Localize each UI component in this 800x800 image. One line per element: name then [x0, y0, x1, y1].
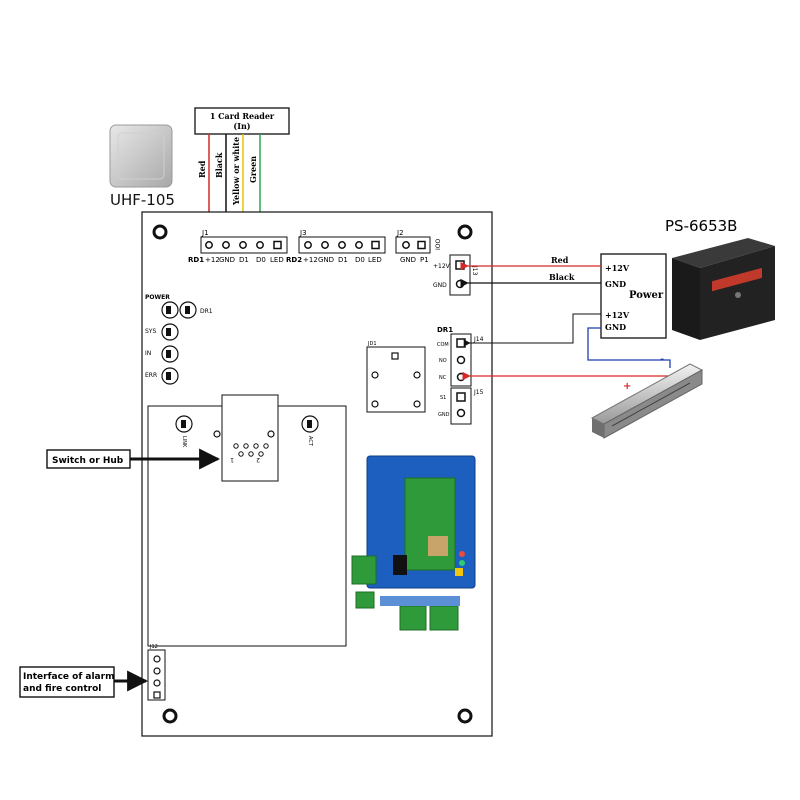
wire-label-green: Green — [248, 156, 258, 183]
lock-wires: - + — [462, 313, 676, 392]
controller-pcb-photo — [351, 455, 476, 631]
svg-text:LED: LED — [270, 256, 284, 264]
svg-text:DR1: DR1 — [437, 326, 453, 334]
svg-text:GND: GND — [605, 322, 626, 332]
switch-callout: Switch or Hub — [46, 448, 221, 470]
reader-box-title: 1 Card Reader — [210, 111, 275, 121]
switch-callout-label: Switch or Hub — [52, 456, 124, 466]
wire-label-yellow: Yellow or white — [231, 137, 241, 206]
power-terminal-block: +12V GND Power +12V GND — [600, 253, 667, 339]
svg-text:GND: GND — [605, 279, 626, 289]
svg-text:S1: S1 — [440, 395, 446, 401]
svg-text:+12V: +12V — [605, 263, 630, 273]
svg-text:RD2: RD2 — [286, 256, 302, 264]
svg-text:JD1: JD1 — [367, 341, 377, 347]
svg-text:J1: J1 — [201, 229, 209, 237]
svg-text:LINK: LINK — [181, 436, 187, 448]
svg-text:J13: J13 — [471, 265, 478, 276]
alarm-callout-line1: Interface of alarm — [23, 672, 114, 682]
svg-text:J2: J2 — [396, 229, 404, 237]
svg-text:J14: J14 — [473, 336, 484, 343]
reader-model-label: UHF-105 — [110, 191, 175, 209]
svg-text:D1: D1 — [239, 256, 249, 264]
svg-text:NC: NC — [439, 375, 447, 381]
j2-connector: J2 GND P1 IOO — [395, 229, 442, 264]
svg-text:COM: COM — [437, 342, 449, 348]
j12-connector: J12 — [147, 644, 166, 701]
svg-text:GND: GND — [400, 256, 416, 264]
svg-text:GND: GND — [438, 412, 450, 418]
svg-text:+12: +12 — [303, 256, 318, 264]
svg-text:IOO: IOO — [435, 239, 442, 250]
svg-text:RD1: RD1 — [188, 256, 204, 264]
status-leds: POWER DR1 SYS IN ERR — [145, 294, 213, 385]
svg-text:POWER: POWER — [145, 294, 170, 301]
svg-text:2: 2 — [256, 456, 260, 463]
alarm-callout: Interface of alarm and fire control — [19, 666, 149, 698]
svg-text:D1: D1 — [338, 256, 348, 264]
svg-text:+12V: +12V — [605, 310, 630, 320]
svg-text:D0: D0 — [256, 256, 266, 264]
ethernet-module: 1 2 LINK ACT — [147, 394, 347, 647]
j1-connector: J1 RD1 +12 GND D1 D0 LED — [188, 229, 288, 264]
reader-box-subtitle: (In) — [233, 121, 250, 131]
card-reader-device — [109, 124, 173, 188]
svg-text:LED: LED — [368, 256, 382, 264]
svg-text:ERR: ERR — [145, 372, 157, 379]
psu-wire-black-label: Black — [549, 272, 575, 282]
svg-text:J15: J15 — [473, 389, 484, 396]
svg-text:+12V: +12V — [433, 263, 451, 270]
svg-text:1: 1 — [230, 456, 234, 463]
svg-text:DR1: DR1 — [200, 308, 213, 315]
alarm-callout-line2: and fire control — [23, 684, 101, 694]
card-reader-box: 1 Card Reader (In) — [194, 107, 290, 135]
svg-text:GND: GND — [433, 282, 447, 289]
svg-text:Power: Power — [629, 290, 664, 301]
psu-wire-red-label: Red — [551, 255, 569, 265]
j15-connector: J15 S1 GND — [438, 387, 484, 425]
svg-text:P1: P1 — [420, 256, 429, 264]
svg-text:ACT: ACT — [307, 436, 313, 447]
wire-label-red: Red — [197, 160, 207, 178]
svg-text:D0: D0 — [355, 256, 365, 264]
relay: JD1 — [366, 341, 426, 413]
svg-text:J3: J3 — [299, 229, 307, 237]
svg-text:IN: IN — [145, 350, 151, 357]
lock-plus-label: + — [623, 381, 631, 392]
j3-connector: J3 RD2 +12 GND D1 D0 LED — [286, 229, 386, 264]
wire-label-black: Black — [214, 152, 224, 178]
svg-text:NO: NO — [439, 358, 447, 364]
svg-text:GND: GND — [318, 256, 334, 264]
psu-product-photo — [672, 238, 775, 340]
svg-text:GND: GND — [219, 256, 235, 264]
psu-power-wires: Red Black — [460, 255, 601, 288]
svg-text:SYS: SYS — [145, 328, 156, 335]
svg-text:+12: +12 — [205, 256, 220, 264]
magnetic-lock — [590, 363, 704, 439]
lock-minus-label: - — [660, 354, 664, 365]
psu-model-label: PS-6653B — [665, 217, 737, 235]
svg-text:J12: J12 — [149, 644, 158, 650]
